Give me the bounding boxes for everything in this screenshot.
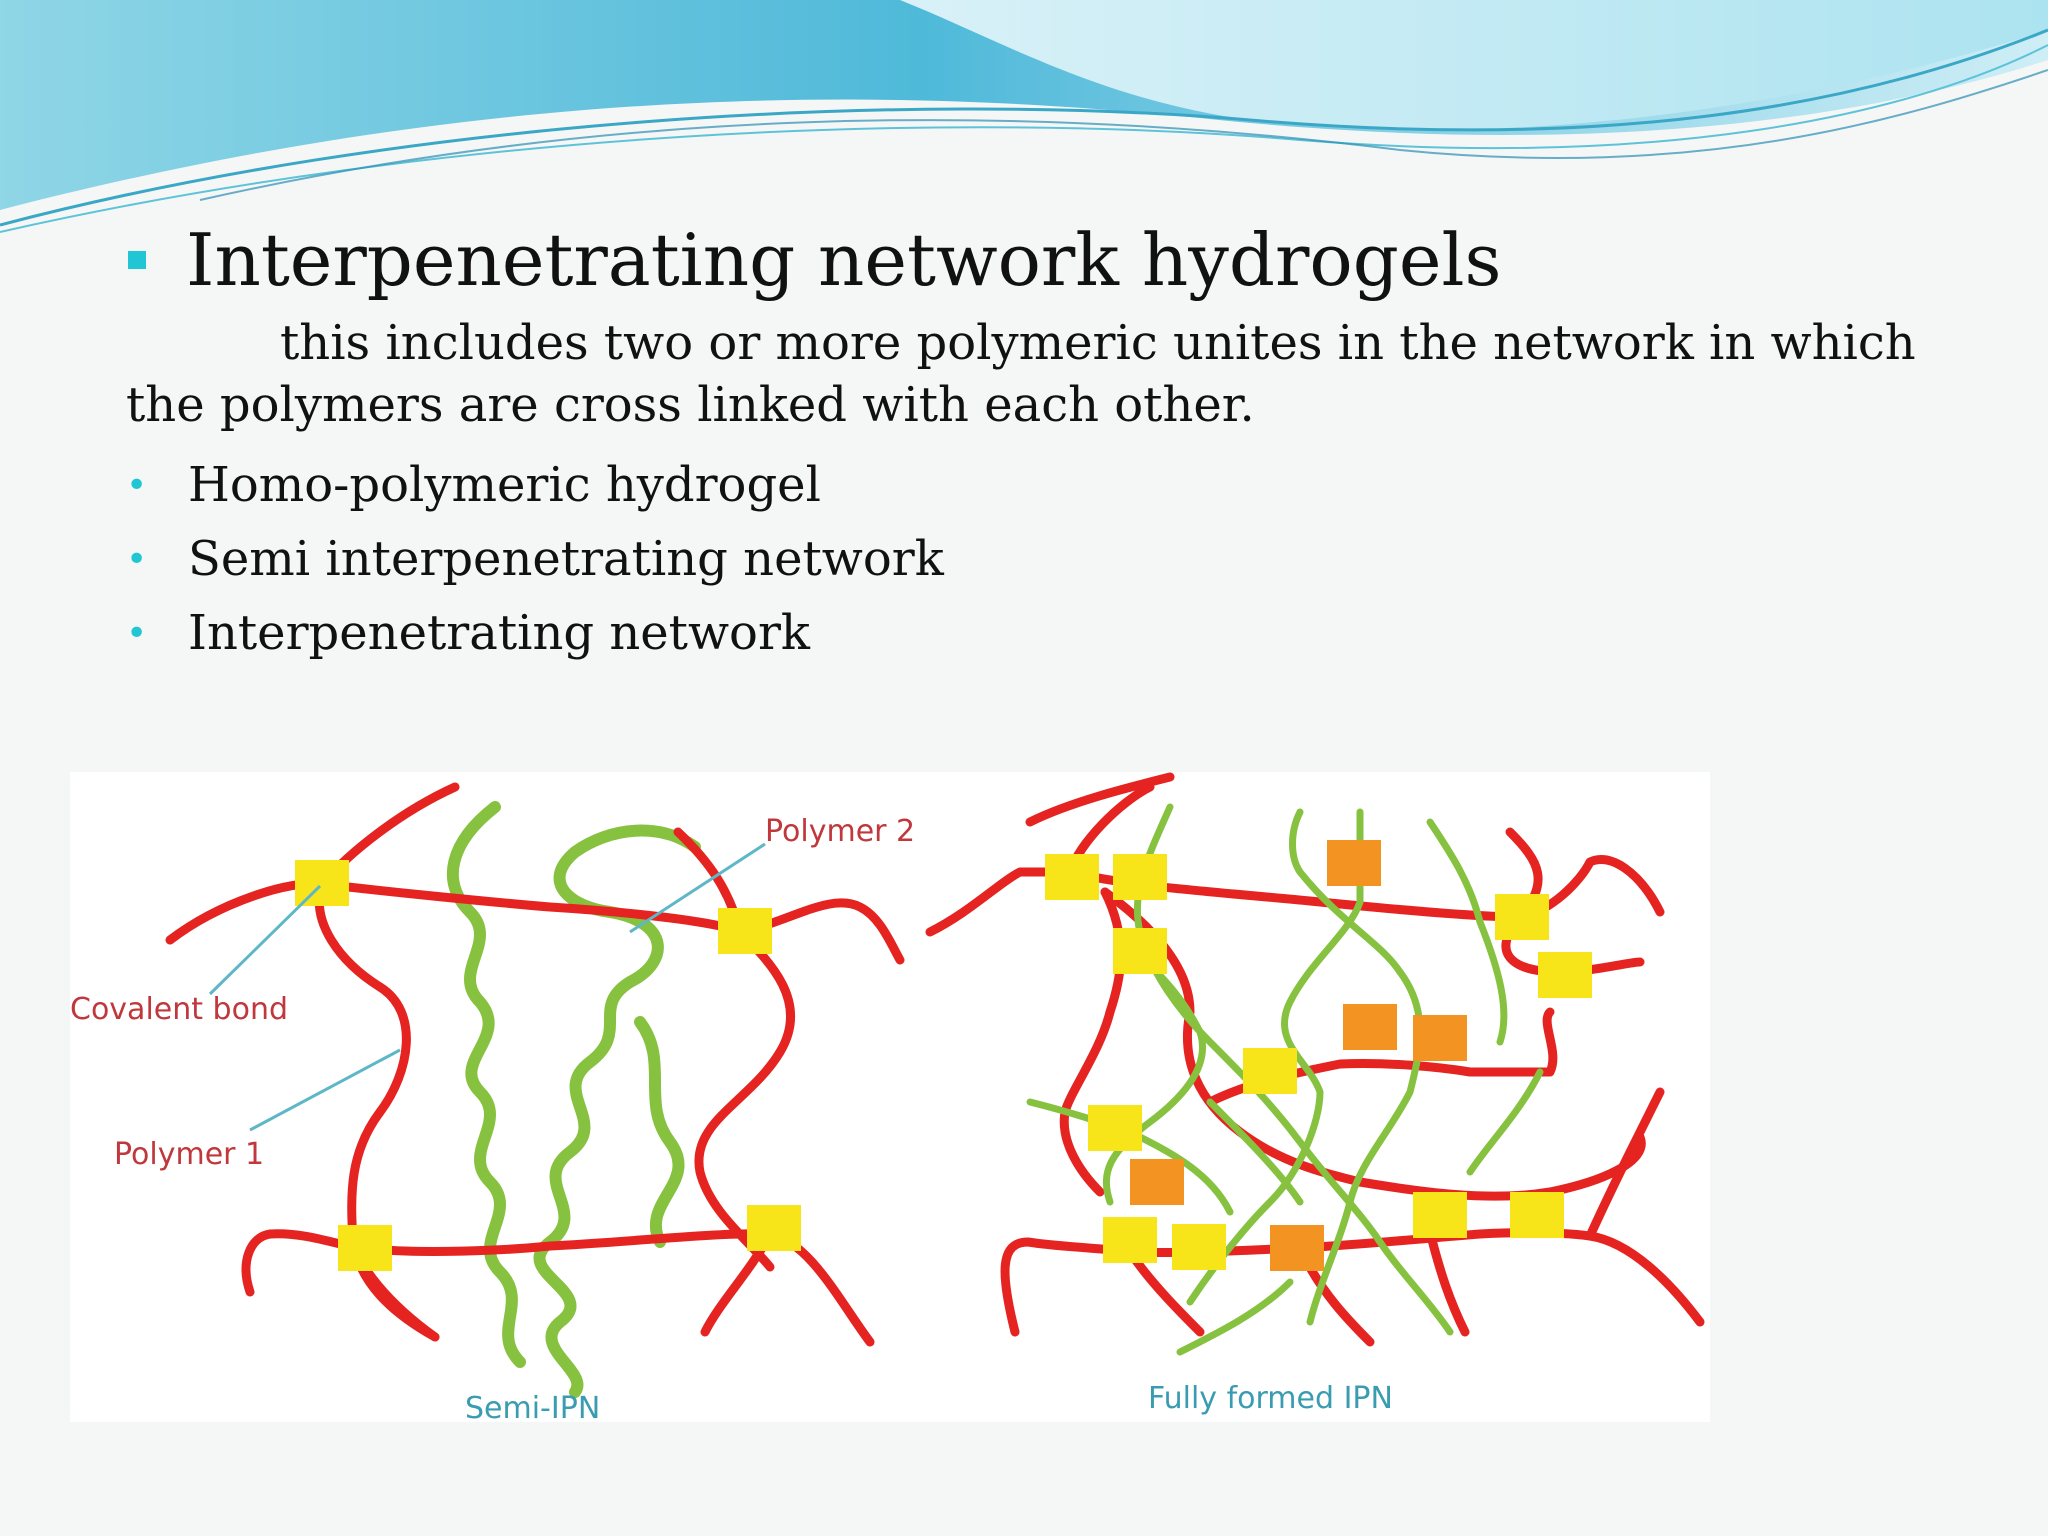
list-item-text: Interpenetrating network	[188, 605, 810, 661]
header-wave-decoration	[0, 0, 2048, 233]
ipn-crosslink-yellow	[1243, 1048, 1297, 1094]
ipn-polymer2-chain	[1176, 1098, 1304, 1356]
ipn-crosslink-yellow	[1538, 952, 1592, 998]
leader-line	[249, 1048, 401, 1132]
ipn-crosslink-yellow	[1045, 854, 1099, 900]
ipn-polymer2-chain	[1466, 1068, 1544, 1176]
list-item-text: Homo-polymeric hydrogel	[188, 457, 821, 513]
ipn-crosslink-yellow	[1088, 1105, 1142, 1151]
slide-title: Interpenetrating network hydrogels	[186, 218, 1502, 302]
ipn-crosslink-yellow	[1413, 1192, 1467, 1238]
list-item: • Interpenetrating network	[126, 596, 944, 670]
slide-description: this includes two or more polymeric unit…	[126, 315, 1916, 433]
bullet-dot: •	[126, 612, 148, 654]
semi-crosslink-yellow	[718, 908, 772, 954]
semi-polymer2-chain	[634, 1016, 685, 1248]
ipn-diagram-svg: Polymer 2 Covalent bond Polymer 1 Semi-I…	[70, 772, 1705, 1426]
ipn-crosslink-orange	[1130, 1159, 1184, 1205]
ipn-polymer2-chain	[1426, 818, 1508, 1046]
title-bullet-square	[128, 251, 146, 269]
ipn-crosslink-yellow	[1103, 1217, 1157, 1263]
ipn-polymer1-chain	[1125, 1087, 1665, 1347]
list-item: • Semi interpenetrating network	[126, 522, 944, 596]
label-fully-formed-ipn: Fully formed IPN	[1148, 1381, 1393, 1416]
bullet-list: • Homo-polymeric hydrogel • Semi interpene…	[126, 448, 944, 670]
ipn-crosslink-yellow	[1510, 1192, 1564, 1238]
semi-polymer2-chain	[533, 824, 701, 1398]
ipn-diagram: Polymer 2 Covalent bond Polymer 1 Semi-I…	[70, 772, 1710, 1426]
bullet-dot: •	[126, 464, 148, 506]
ipn-crosslink-yellow	[1495, 894, 1549, 940]
ipn-crosslink-orange	[1413, 1015, 1467, 1061]
label-covalent-bond: Covalent bond	[70, 992, 288, 1027]
semi-polymer1-chain	[673, 827, 796, 1272]
ipn-polymer2-chain	[1186, 808, 1364, 1306]
label-polymer-2: Polymer 2	[765, 814, 915, 849]
label-polymer-1: Polymer 1	[114, 1137, 264, 1172]
label-semi-ipn: Semi-IPN	[465, 1391, 600, 1422]
semi-polymer1-chain	[165, 879, 905, 965]
bullet-dot: •	[126, 538, 148, 580]
ipn-crosslink-yellow	[1172, 1224, 1226, 1270]
ipn-polymer1-chain	[1501, 827, 1645, 977]
ipn-crosslink-yellow	[1113, 928, 1167, 974]
ipn-crosslink-orange	[1327, 840, 1381, 886]
ipn-polymer2-chain	[1102, 938, 1207, 1206]
leader-line	[629, 842, 766, 934]
semi-polymer2-chain	[446, 801, 526, 1368]
list-item-text: Semi interpenetrating network	[188, 531, 944, 587]
list-item: • Homo-polymeric hydrogel	[126, 448, 944, 522]
ipn-polymer1-chain	[925, 854, 1665, 937]
semi-crosslink-yellow	[295, 860, 349, 906]
ipn-crosslink-orange	[1270, 1225, 1324, 1271]
leader-line	[208, 884, 322, 996]
semi-crosslink-yellow	[338, 1225, 392, 1271]
ipn-crosslink-orange	[1343, 1004, 1397, 1050]
semi-crosslink-yellow	[747, 1205, 801, 1251]
ipn-crosslink-yellow	[1113, 854, 1167, 900]
